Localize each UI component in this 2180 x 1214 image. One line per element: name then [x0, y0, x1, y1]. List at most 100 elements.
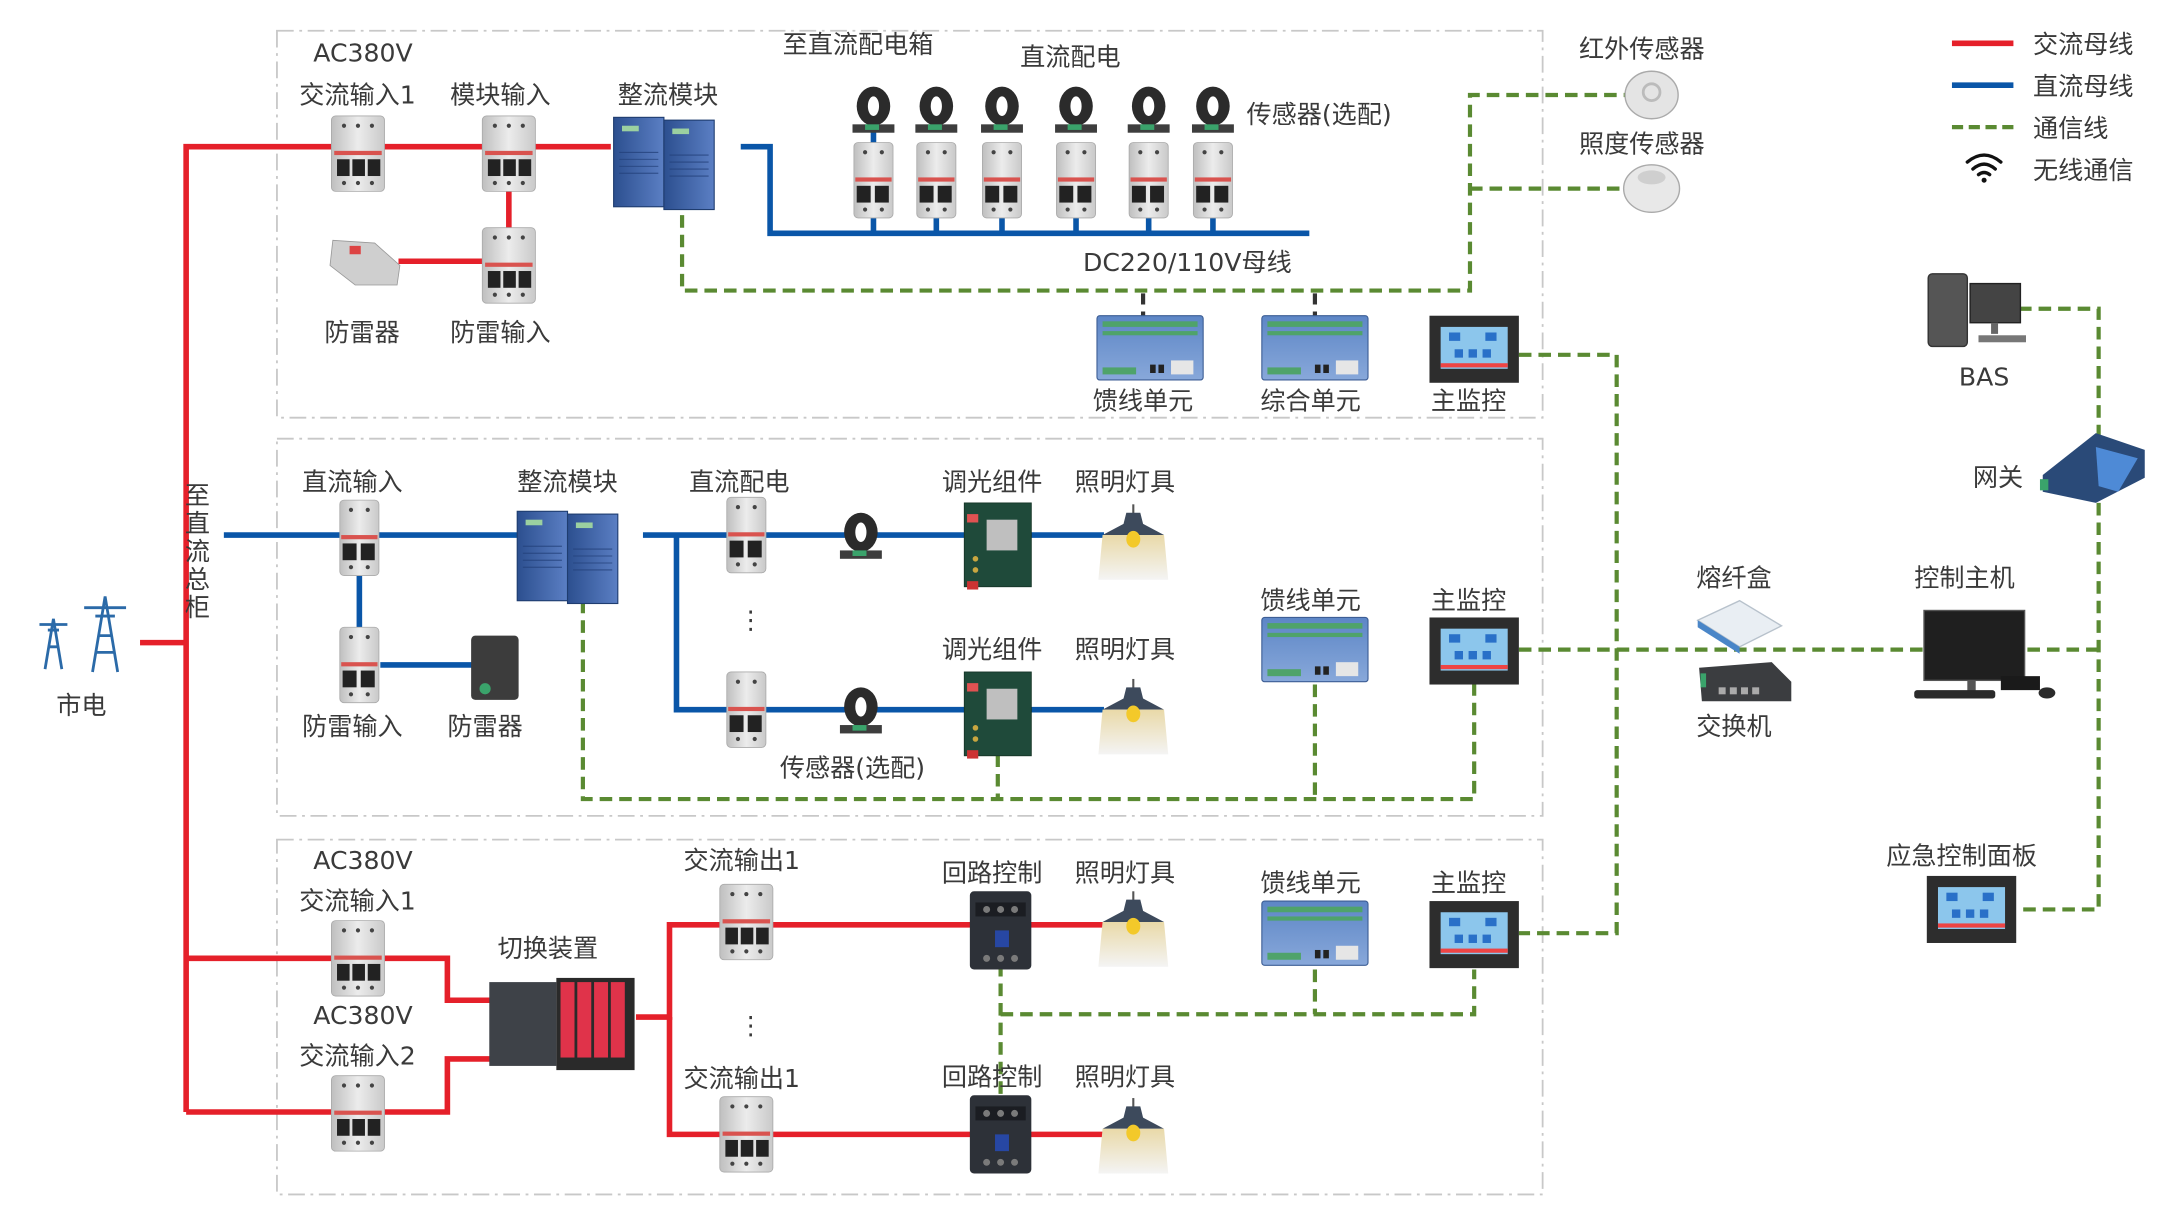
- s2-surge-input-breaker: [339, 626, 380, 704]
- s2-dc-distribution-label: 直流配电: [689, 467, 790, 496]
- s2-dc-input-breaker: [339, 499, 380, 577]
- s2-lamp-1: [1097, 503, 1170, 581]
- s2-lamp-2: [1097, 677, 1170, 756]
- control-host-label: 控制主机: [1914, 564, 2015, 593]
- s1-dc-distribution-label: 直流配电: [1020, 43, 1121, 72]
- s1-rectifier-module: [612, 116, 715, 211]
- s3-loop-control2-label: 回路控制: [942, 1062, 1043, 1091]
- bas-label: BAS: [1959, 363, 2009, 392]
- s1-surge-protector: [329, 239, 401, 286]
- s2-feeder-unit: [1261, 616, 1369, 683]
- s1-main-monitor-label: 主监控: [1431, 386, 1506, 415]
- s2-dimmer-2: [963, 671, 1033, 760]
- s3-lamp2-label: 照明灯具: [1075, 1062, 1176, 1091]
- legend-ac-label: 交流母线: [2033, 30, 2134, 59]
- dc-breaker: [916, 141, 957, 219]
- s3-transfer-switch: [489, 977, 635, 1071]
- s2-current-sensor-1: [839, 512, 882, 559]
- lux-sensor-label: 照度传感器: [1579, 129, 1705, 158]
- dc-breaker: [1192, 141, 1234, 219]
- s1-feeder-unit-label: 馈线单元: [1093, 386, 1194, 415]
- s2-main-monitor-label: 主监控: [1431, 586, 1506, 615]
- s2-dimmer1-label: 调光组件: [942, 467, 1043, 496]
- s3-main-monitor-label: 主监控: [1431, 868, 1506, 897]
- s2-dc-breaker-2: [726, 671, 767, 749]
- s3-contactor-2: [969, 1095, 1032, 1174]
- s3-ellipsis: ⋮: [738, 1011, 763, 1040]
- trunk-label: 至直流总柜: [181, 482, 210, 622]
- s1-dc-feeders: [852, 86, 1234, 219]
- power-tower-icon: [39, 596, 127, 673]
- network-switch-icon: [1699, 662, 1792, 702]
- s3-feeder-unit: [1261, 900, 1369, 967]
- legend-comm-label: 通信线: [2033, 114, 2108, 143]
- s2-feeder-unit-label: 馈线单元: [1260, 586, 1361, 615]
- emergency-panel-icon: [1926, 875, 2017, 943]
- section3-boundary: [276, 838, 1544, 1196]
- dc-breaker: [853, 141, 894, 219]
- gateway-label: 网关: [1973, 463, 2023, 492]
- s2-sensor-optional-label: 传感器(选配): [780, 754, 925, 783]
- current-sensor: [852, 86, 895, 133]
- ac-bus-lines: [140, 143, 1104, 1138]
- s1-surge-input-breaker: [481, 227, 537, 304]
- s3-voltage1-label: AC380V: [313, 846, 412, 875]
- section2-boundary: [276, 437, 1544, 817]
- s2-current-sensor-2: [839, 687, 882, 734]
- bas-computer-icon: [1927, 273, 2026, 348]
- section1-boundary: [276, 29, 1544, 419]
- s2-dc-input-label: 直流输入: [302, 467, 403, 496]
- s1-to-dc-box-label: 至直流配电箱: [783, 30, 934, 59]
- grid-label: 市电: [56, 691, 106, 720]
- switch-label: 交换机: [1696, 712, 1771, 741]
- s3-ac-input1-label: 交流输入1: [299, 886, 416, 915]
- s1-integrated-unit-label: 综合单元: [1260, 386, 1361, 415]
- s1-sensor-optional-label: 传感器(选配): [1246, 100, 1391, 129]
- ir-sensor-icon: [1624, 70, 1679, 120]
- s2-ellipsis: ⋮: [738, 606, 763, 635]
- comm-lines: [580, 92, 2101, 1104]
- ir-sensor-label: 红外传感器: [1579, 34, 1705, 63]
- current-sensor: [1127, 86, 1170, 133]
- current-sensor: [1055, 86, 1097, 133]
- s1-rectifier-label: 整流模块: [618, 80, 719, 109]
- s3-transfer-switch-label: 切换装置: [498, 934, 599, 963]
- s1-feeder-unit: [1096, 315, 1204, 381]
- s3-voltage2-label: AC380V: [313, 1001, 412, 1030]
- s3-ac-input2-label: 交流输入2: [299, 1042, 416, 1071]
- s1-module-input-breaker: [481, 115, 537, 193]
- s2-dimmer2-label: 调光组件: [942, 635, 1043, 664]
- s3-ac-output2-breaker: [719, 1095, 774, 1173]
- s2-dc-breaker-1: [726, 496, 767, 574]
- s2-surge-protector: [471, 635, 519, 700]
- legend-dc-label: 直流母线: [2033, 72, 2134, 101]
- emergency-panel-label: 应急控制面板: [1886, 842, 2037, 871]
- s1-main-monitor: [1429, 315, 1519, 383]
- legend-wireless-label: 无线通信: [2033, 156, 2134, 185]
- s3-feeder-unit-label: 馈线单元: [1260, 868, 1361, 897]
- s1-surge-input-label: 防雷输入: [450, 318, 551, 347]
- fiber-box-label: 熔纤盒: [1696, 564, 1771, 593]
- s3-ac-output2-label: 交流输出1: [683, 1064, 800, 1093]
- s1-ac-input-label: 交流输入1: [299, 80, 416, 109]
- gateway-icon: [2039, 433, 2145, 503]
- dc-breaker: [1128, 141, 1169, 219]
- s2-lamp1-label: 照明灯具: [1075, 467, 1176, 496]
- s2-main-monitor: [1429, 617, 1519, 685]
- s2-surge-input-label: 防雷输入: [302, 712, 403, 741]
- dc-breaker: [981, 141, 1023, 219]
- s3-ac-output1-breaker: [719, 883, 774, 961]
- legend: 交流母线 直流母线 通信线 无线通信: [1951, 30, 2134, 185]
- dc-breaker: [1055, 141, 1097, 219]
- s1-module-input-label: 模块输入: [450, 80, 551, 109]
- s2-lamp2-label: 照明灯具: [1075, 635, 1176, 664]
- s1-dc-bus-label: DC220/110V母线: [1083, 248, 1292, 277]
- s3-lamp-1: [1097, 890, 1170, 968]
- wifi-icon: [1965, 153, 2003, 183]
- s3-contactor-1: [969, 891, 1032, 970]
- s3-main-monitor: [1429, 901, 1519, 969]
- control-host-icon: [1914, 609, 2056, 699]
- s3-lamp-2: [1097, 1097, 1170, 1175]
- s2-surge-protector-label: 防雷器: [447, 712, 522, 741]
